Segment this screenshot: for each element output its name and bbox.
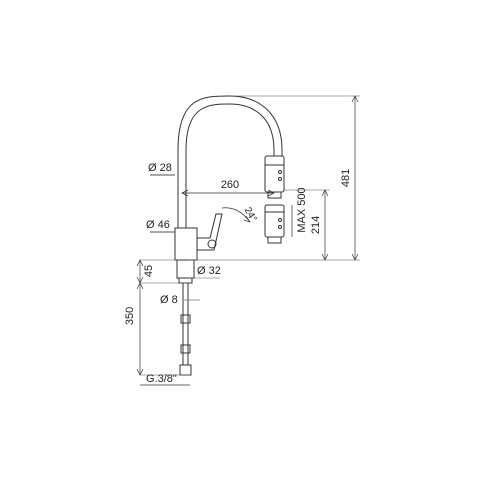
base-diameter-label: Ø 32 bbox=[197, 265, 221, 277]
dimension-lines bbox=[136, 95, 359, 386]
overall-height-label: 481 bbox=[340, 169, 352, 187]
faucet-body bbox=[174, 227, 198, 261]
hose-length-label: 350 bbox=[124, 307, 136, 325]
hose-diameter-label: Ø 8 bbox=[160, 294, 178, 306]
spray-head bbox=[264, 155, 285, 193]
dimension-labels: 481 214 MAX 500 260 Ø 28 Ø 46 Ø 32 45 Ø … bbox=[124, 162, 352, 385]
max-pullout-label: MAX 500 bbox=[296, 187, 308, 232]
spout-inner bbox=[185, 103, 275, 228]
extension-lines bbox=[140, 95, 360, 376]
spout-outer bbox=[177, 95, 283, 228]
spout-diameter-label: Ø 28 bbox=[148, 162, 172, 174]
spout-reach-label: 260 bbox=[221, 179, 239, 191]
lever-handle bbox=[196, 213, 223, 251]
faucet-outline bbox=[174, 95, 285, 376]
lever-angle-label: 24° bbox=[242, 205, 259, 224]
base-height-label: 45 bbox=[143, 265, 155, 277]
thread-label: G.3/8" bbox=[146, 373, 177, 385]
body-diameter-label: Ø 46 bbox=[146, 219, 170, 231]
spout-height-label: 214 bbox=[310, 216, 322, 234]
faucet-base bbox=[176, 259, 195, 279]
